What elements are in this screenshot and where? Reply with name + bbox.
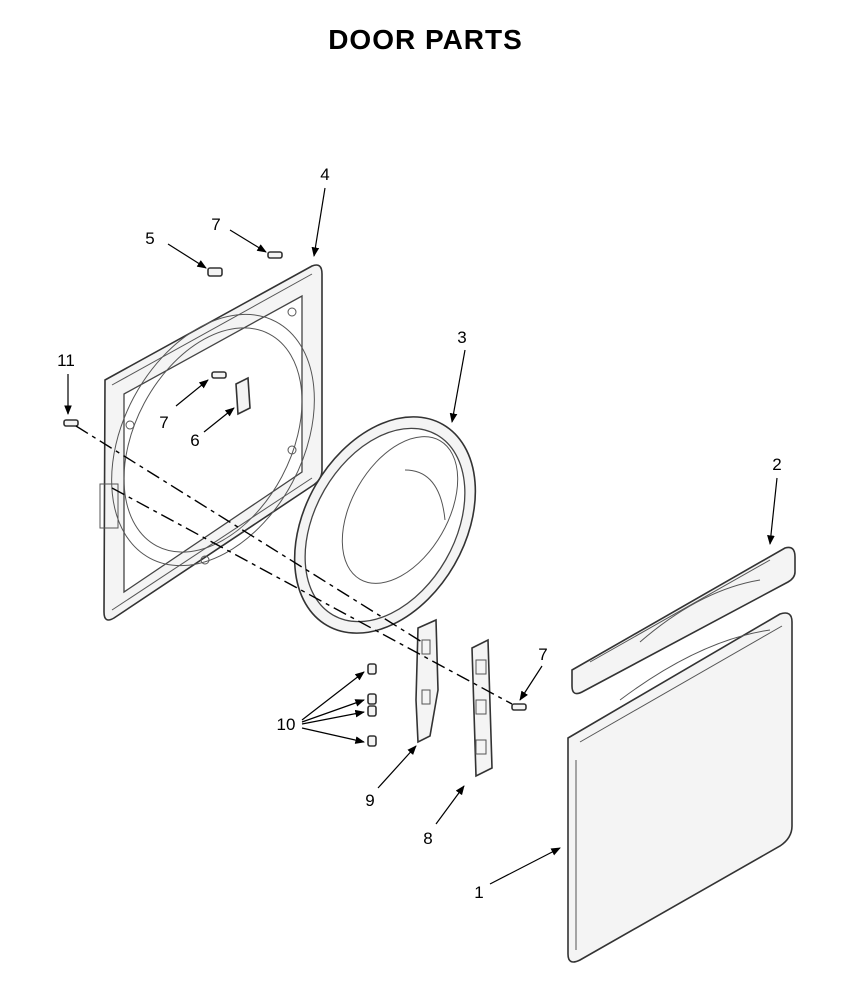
callout-7-top: 7 xyxy=(211,215,220,234)
leader-10c xyxy=(301,709,365,725)
leader-10b xyxy=(301,699,365,723)
screw-part-11 xyxy=(63,419,79,427)
leader-2 xyxy=(767,477,778,545)
callout-4: 4 xyxy=(320,165,329,184)
leader-7-frame xyxy=(175,379,209,407)
leader-5 xyxy=(167,243,207,269)
callout-9: 9 xyxy=(365,791,374,810)
callout-6: 6 xyxy=(190,431,199,450)
callout-8: 8 xyxy=(423,829,432,848)
callout-7-frame: 7 xyxy=(159,413,168,432)
screw-part-7-frame xyxy=(211,371,227,379)
screw-part-5 xyxy=(207,267,223,277)
leader-10a xyxy=(301,671,365,721)
leader-1 xyxy=(489,847,561,885)
leader-10d xyxy=(301,727,365,744)
outer-door-panel-part-1 xyxy=(567,612,793,963)
screws xyxy=(63,251,527,711)
leader-7-hinge xyxy=(519,665,543,701)
leader-3 xyxy=(449,349,466,423)
inner-door-glass-part-3 xyxy=(293,416,477,634)
callout-1: 1 xyxy=(474,883,483,902)
hinge-part-9 xyxy=(415,618,439,744)
callout-5: 5 xyxy=(145,229,154,248)
leader-8 xyxy=(435,785,465,825)
callout-7-hinge: 7 xyxy=(538,645,547,664)
screw-part-7-hinge xyxy=(511,703,527,711)
door-handle-part-2 xyxy=(571,546,796,695)
leader-4 xyxy=(311,187,326,257)
clip-part-6 xyxy=(235,376,251,416)
callout-10: 10 xyxy=(277,715,296,734)
hinge-bracket-part-8 xyxy=(471,638,493,778)
leader-6 xyxy=(203,407,235,433)
leader-7-top xyxy=(229,229,267,253)
screw-part-7-top xyxy=(267,251,283,259)
spacers-part-10 xyxy=(367,663,377,747)
callout-3: 3 xyxy=(457,328,466,347)
callout-11: 11 xyxy=(57,351,75,370)
page-title: DOOR PARTS xyxy=(328,24,523,55)
callout-2: 2 xyxy=(772,455,781,474)
leader-9 xyxy=(377,745,417,789)
